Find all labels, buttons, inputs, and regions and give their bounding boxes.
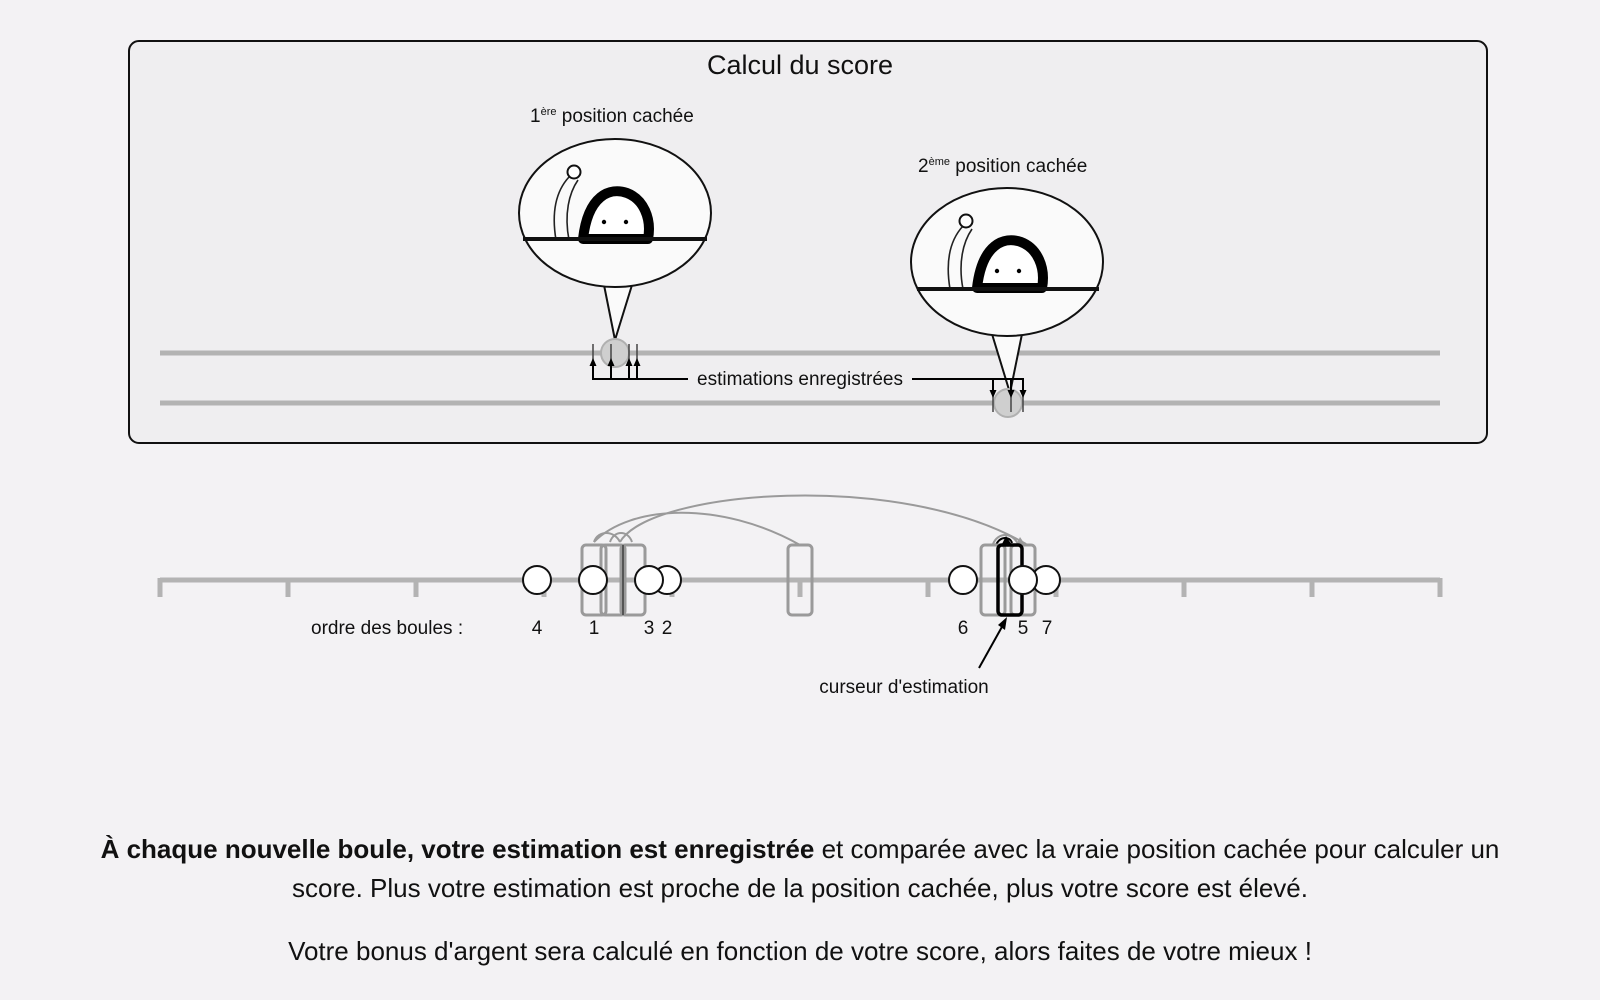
instructions: À chaque nouvelle boule, votre estimatio… (100, 830, 1500, 971)
cursor-label: curseur d'estimation (819, 677, 988, 698)
instructions-bonus: Votre bonus d'argent sera calculé en fon… (288, 936, 1312, 966)
ball-order-number: 5 (1018, 618, 1029, 639)
ball (1008, 565, 1038, 595)
second-hidden-bubble (910, 187, 1104, 394)
first-hidden-position-marker (600, 338, 630, 368)
second-hidden-label: 2ème position cachée (918, 156, 1087, 177)
ball-order-number: 2 (662, 618, 673, 639)
ball (634, 565, 664, 595)
hidden-person-icon (947, 213, 1048, 293)
estimation-scale: ordre des boules : 4 1 3 2 6 5 7 curseur… (157, 494, 1443, 698)
ball (578, 565, 608, 595)
cursor-jump-arcs (593, 494, 1027, 546)
order-label: ordre des boules : (311, 618, 463, 639)
ball (522, 565, 552, 595)
ball-order-numbers: 4 1 3 2 6 5 7 (532, 618, 1053, 639)
instructions-scoring: À chaque nouvelle boule, votre estimatio… (100, 830, 1500, 908)
second-hidden-position-marker (993, 388, 1023, 418)
ball (948, 565, 978, 595)
score-panel: Calcul du score 1ère position cachée 2èm… (128, 40, 1488, 444)
balls (522, 565, 1061, 595)
first-hidden-bubble (518, 138, 712, 341)
first-hidden-label: 1ère position cachée (530, 106, 694, 127)
ball-order-number: 1 (589, 618, 600, 639)
ball-order-number: 6 (958, 618, 969, 639)
ball-order-number: 4 (532, 618, 543, 639)
ball-order-number: 7 (1042, 618, 1053, 639)
instructions-rest: et comparée avec la vraie position caché… (292, 834, 1500, 903)
instructions-bold: À chaque nouvelle boule, votre estimatio… (100, 834, 815, 864)
ball-order-number: 3 (644, 618, 655, 639)
arrow-heads (589, 358, 1027, 398)
past-cursor (786, 543, 814, 617)
recorded-estimates-label: estimations enregistrées (697, 369, 903, 390)
cursor-pointer-line (978, 624, 1004, 669)
recorded-estimates-arrows (592, 364, 1024, 392)
panel-frame (128, 40, 1488, 444)
past-cursor (979, 543, 1007, 617)
panel-title: Calcul du score (707, 50, 893, 80)
hidden-person-icon (553, 164, 654, 244)
